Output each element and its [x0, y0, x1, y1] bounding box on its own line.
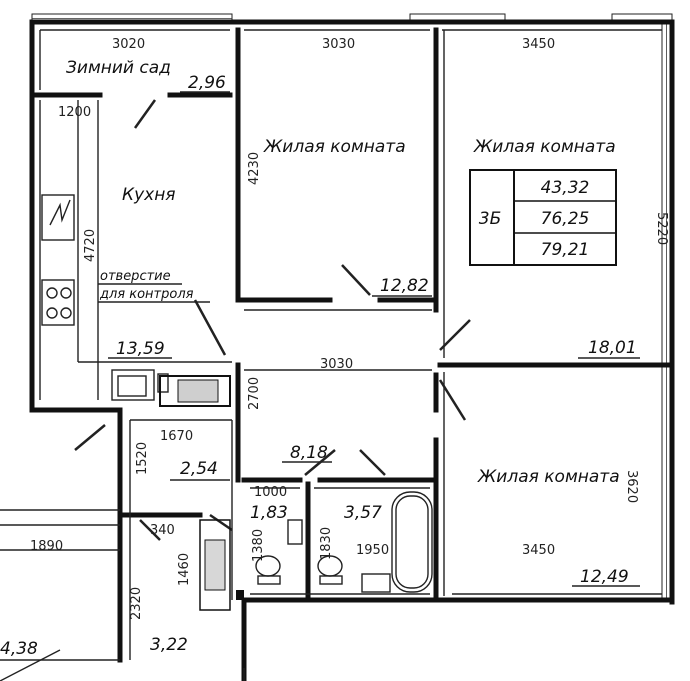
living-area-value: 43,32: [541, 178, 590, 198]
stove-icon: [41, 279, 75, 326]
door-swings: [0, 99, 471, 681]
living-room-2-area: 18,01: [588, 338, 637, 358]
kitchen-area: 13,59: [116, 339, 165, 359]
living-room-1-label: Жилая комната: [263, 137, 406, 157]
inspection-note-line2: для контроля: [99, 287, 194, 302]
living-room-1-area: 12,82: [380, 276, 429, 296]
walls: [29, 19, 675, 681]
dim-wc-width: 1000: [254, 485, 287, 500]
dim-entry-left-width: 1890: [30, 539, 63, 554]
winter-garden-area: 2,96: [188, 73, 226, 93]
summary-table: [469, 169, 617, 266]
total-area-value: 76,25: [541, 209, 590, 229]
dim-garden-width: 3020: [112, 37, 145, 52]
area-underlines: [108, 91, 640, 587]
living-room-2-label: Жилая комната: [473, 137, 616, 157]
dim-room2-width: 3450: [522, 37, 555, 52]
apartment-code: 3Б: [479, 209, 501, 229]
dim-corridor-height: 1520: [135, 442, 150, 475]
sink-icon: [41, 194, 75, 241]
wc-area: 1,83: [250, 503, 288, 523]
dim-room2-height: 5220: [654, 212, 669, 245]
total-with-balcony-value: 79,21: [541, 240, 590, 260]
dim-entry-small-width: 340: [150, 523, 175, 538]
dim-wc-height: 1380: [251, 529, 266, 562]
dim-entry-left-height: 2320: [129, 587, 144, 620]
bathroom-area: 3,57: [344, 503, 382, 523]
washbasin-icon: [361, 573, 391, 593]
bathtub-icon: [391, 491, 433, 593]
cabinet-icon: [159, 375, 231, 407]
dim-entry-height: 1460: [177, 553, 192, 586]
living-room-3-area: 12,49: [580, 567, 629, 587]
entry-left-area: 4,38: [0, 639, 38, 659]
dim-room3-height: 3620: [624, 470, 639, 503]
kitchen-fixtures: [41, 194, 231, 407]
bath-fixtures: [199, 491, 433, 611]
dim-room1-width: 3030: [322, 37, 355, 52]
window-strips: [31, 13, 673, 603]
fridge-icon: [111, 369, 155, 401]
dim-bath-height: 1830: [319, 527, 334, 560]
hall-area: 8,18: [290, 443, 328, 463]
dim-hall-height: 2700: [247, 377, 262, 410]
dim-corridor-width: 1670: [160, 429, 193, 444]
kitchen-label: Кухня: [122, 185, 176, 205]
dim-kitchen-height: 4720: [83, 229, 98, 262]
wardrobe-icon: [199, 519, 231, 611]
dim-bath-width: 1950: [356, 543, 389, 558]
inspection-note-line1: отверстие: [100, 269, 171, 284]
dim-room3-width: 3450: [522, 543, 555, 558]
winter-garden-label: Зимний сад: [66, 58, 171, 78]
corridor-area: 2,54: [180, 459, 218, 479]
dim-room1-height: 4230: [247, 152, 262, 185]
dim-kitchen-small: 1200: [58, 105, 91, 120]
entry-small-area: 3,22: [150, 635, 188, 655]
dim-hall-width: 3030: [320, 357, 353, 372]
drafting-lines: [0, 29, 662, 681]
living-room-3-label: Жилая комната: [477, 467, 620, 487]
